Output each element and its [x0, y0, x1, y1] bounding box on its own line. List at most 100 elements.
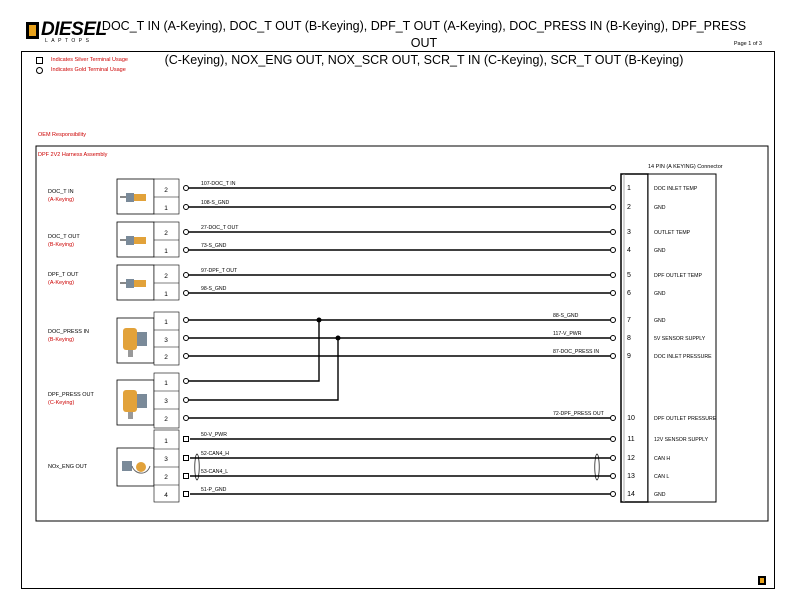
connector-pin-number: 4	[627, 247, 631, 254]
connector-pin-number: 14	[627, 491, 635, 498]
sensor-pin-number: 2	[164, 474, 168, 481]
title-line-1: DOC_T IN (A-Keying), DOC_T OUT (B-Keying…	[101, 19, 747, 50]
twisted-pair-icon	[194, 453, 200, 481]
sensor-pin-number: 2	[164, 187, 168, 194]
wire-lines	[188, 187, 611, 495]
sensor-name: DPF_T OUT	[48, 272, 79, 278]
pin-function: DPF OUTLET TEMP	[654, 273, 702, 279]
legend-silver-text: Indicates Silver Terminal Usage	[51, 57, 128, 63]
pin-function: GND	[654, 291, 666, 297]
sensor-pin-number: 2	[164, 230, 168, 237]
sensor-pin-number: 3	[164, 337, 168, 344]
legend-gold-text: Indicates Gold Terminal Usage	[51, 67, 126, 73]
wire-label: 107-DOC_T IN	[201, 181, 236, 187]
wire-label: 87-DOC_PRESS IN	[553, 349, 599, 355]
page-frame	[21, 51, 775, 589]
sensor-pin-number: 1	[164, 291, 168, 298]
pin-function: GND	[654, 492, 666, 498]
pin-function: DOC INLET PRESSURE	[654, 354, 712, 360]
sensor-pin-number: 2	[164, 273, 168, 280]
pin-function: OUTLET TEMP	[654, 230, 691, 236]
sensor-name: NOx_ENG OUT	[48, 464, 88, 470]
pin-function: GND	[654, 205, 666, 211]
connector-pin-number: 2	[627, 204, 631, 211]
logo-badge-icon	[26, 22, 39, 39]
title-line-2: (C-Keying), NOX_ENG OUT, NOX_SCR OUT, SC…	[164, 53, 684, 67]
logo-subtitle: LAPTOPS	[45, 38, 93, 44]
sensor-pin-number: 1	[164, 380, 168, 387]
pin-function: CAN H	[654, 456, 670, 462]
pressure-sensor-icon	[116, 379, 155, 426]
wire-label: 88-S_GND	[553, 313, 579, 319]
connector-pin-number: 6	[627, 290, 631, 297]
sensor-pin-number: 2	[164, 354, 168, 361]
diesel-laptops-logo: DIESEL LAPTOPS	[26, 19, 107, 45]
pin-function: GND	[654, 248, 666, 254]
pin-function: CAN L	[654, 474, 669, 480]
twisted-pair-icon	[594, 453, 600, 481]
splice-dot	[316, 317, 322, 323]
sensor-keying: (A-Keying)	[48, 197, 74, 203]
nox-sensor-icon	[116, 447, 155, 487]
harness-box	[35, 145, 769, 522]
sensor-pin-number: 3	[164, 398, 168, 405]
sensor-pin-number: 1	[164, 438, 168, 445]
pin-function: 5V SENSOR SUPPLY	[654, 336, 706, 342]
sensor-pin-number: 1	[164, 205, 168, 212]
wire-label: 27-DOC_T OUT	[201, 225, 239, 231]
sensor-name: DPF_PRESS OUT	[48, 392, 94, 398]
sensor-pin-number: 4	[164, 492, 168, 499]
wire-label: 73-S_GND	[201, 243, 227, 249]
connector-pin-number: 3	[627, 229, 631, 236]
connector-pin-number: 8	[627, 335, 631, 342]
pressure-sensor-icon	[116, 317, 155, 364]
sensor-terminals	[183, 185, 189, 497]
connector-pin-number: 11	[627, 436, 634, 443]
wire-label: 51-P_GND	[201, 487, 227, 493]
connector-pin-number: 12	[627, 455, 635, 462]
sensor-keying: (A-Keying)	[48, 280, 74, 286]
temp-sensor-icon	[116, 264, 155, 301]
oem-responsibility-label: OEM Responsibility	[38, 132, 86, 138]
sensor-keying: (B-Keying)	[48, 337, 74, 343]
connector-pin-number: 5	[627, 272, 631, 279]
connector-function-column	[647, 173, 717, 503]
connector-pin-number: 10	[627, 415, 635, 422]
wire-label: 72-DPF_PRESS OUT	[553, 411, 605, 417]
page-title: DOC_T IN (A-Keying), DOC_T OUT (B-Keying…	[100, 18, 748, 69]
wire-label: 108-S_GND	[201, 200, 230, 206]
pin-function: DPF OUTLET PRESSURE	[654, 416, 717, 422]
logo-badge-icon	[758, 576, 766, 585]
wire-label: 117-V_PWR	[553, 331, 582, 337]
pin-function: GND	[654, 318, 666, 324]
connector-pin-number: 7	[627, 317, 631, 324]
wire-label: 50-V_PWR	[201, 432, 227, 438]
square-terminal-icon	[36, 57, 43, 64]
pin-function: 12V SENSOR SUPPLY	[654, 437, 709, 443]
connector-pin-column	[620, 173, 649, 503]
wire-label: 52-CAN4_H	[201, 451, 229, 457]
sensor-keying: (B-Keying)	[48, 242, 74, 248]
connector-terminals	[610, 185, 616, 497]
sensor-pin-number: 1	[164, 248, 168, 255]
temp-sensor-icon	[116, 221, 155, 258]
logo-word: DIESEL	[41, 19, 107, 40]
wire-label: 98-S_GND	[201, 286, 227, 292]
wire-label: 53-CAN4_L	[201, 469, 228, 475]
sensor-pin-number: 1	[164, 319, 168, 326]
splice-dot	[335, 335, 341, 341]
connector-pin-number: 9	[627, 353, 631, 360]
connector-pin-number: 1	[627, 185, 631, 192]
sensor-keying: (C-Keying)	[48, 400, 75, 406]
harness-assembly-label: DPF 2V2 Harness Assembly	[38, 152, 108, 158]
sensor-name: DOC_T IN	[48, 189, 74, 195]
wire-label: 97-DPF_T OUT	[201, 268, 238, 274]
pin-function: DOC INLET TEMP	[654, 186, 698, 192]
circle-terminal-icon	[36, 67, 43, 74]
sensor-pin-number: 3	[164, 456, 168, 463]
page-number: Page 1 of 3	[733, 41, 762, 47]
temp-sensor-icon	[116, 178, 155, 215]
connector-pin-number: 13	[627, 473, 635, 480]
sensor-pin-table	[153, 178, 180, 503]
